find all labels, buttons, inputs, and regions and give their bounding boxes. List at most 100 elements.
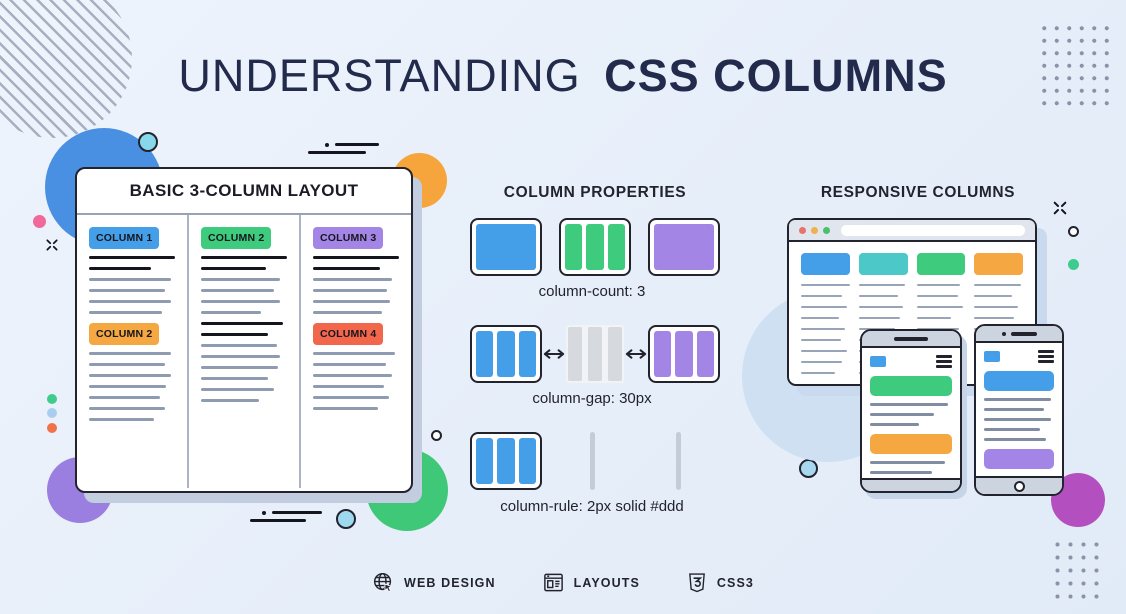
text-line-placeholder [870,461,946,464]
text-line-placeholder [801,339,841,341]
text-line-placeholder [313,407,378,410]
browser-titlebar [789,220,1035,242]
content-block [974,253,1023,275]
content-block [916,253,966,275]
dash-dot-decoration [262,511,266,515]
text-line-placeholder [313,396,389,399]
text-line-placeholder [870,413,934,416]
green-dot-decoration [47,394,57,404]
text-line-placeholder [984,428,1040,431]
gap-box-blue [470,325,542,383]
text-line-placeholder [801,306,848,308]
column-chip: COLUMN 2 [201,227,272,249]
camera-dot-icon [1001,331,1006,336]
text-line-placeholder [801,284,850,286]
tag-layouts: LAYOUTS [542,571,640,594]
double-arrow-icon [625,347,647,361]
count-box-single-alt [648,218,720,276]
column-properties-heading: COLUMN PROPERTIES [503,184,687,201]
basic-layout-heading: BASIC 3-COLUMN LAYOUT [77,169,411,215]
green-dot-right-decoration [1068,259,1079,270]
text-line-placeholder [313,289,387,292]
text-line-placeholder [201,377,269,380]
page-title-bold: CSS COLUMNS [604,50,948,101]
layout-icon [542,571,565,594]
text-line-placeholder [313,385,384,388]
text-line-placeholder [201,256,287,259]
home-button-icon [1013,480,1025,492]
dash-decoration [308,151,366,154]
text-line-placeholder [313,352,395,355]
phone-bottom-bar [976,476,1062,494]
text-line-placeholder [313,256,399,259]
text-line-placeholder [916,317,951,319]
text-line-placeholder [201,289,275,292]
globe-icon [372,571,395,594]
text-line-placeholder [89,407,165,410]
text-line-placeholder [313,374,393,377]
text-line-placeholder [801,295,843,297]
text-line-placeholder [974,295,1013,297]
text-line-placeholder [974,306,1019,308]
text-line-placeholder [801,361,843,363]
layout-column-2: COLUMN 2 [187,215,299,488]
count-box-three-columns [559,218,631,276]
minimize-traffic-light-icon [811,226,818,234]
dash-decoration [250,519,306,522]
tag-label: CSS3 [716,575,754,590]
text-line-placeholder [313,311,382,314]
text-line-placeholder [201,355,281,358]
column-chip: COLUMN 1 [89,227,160,249]
ring-decoration [1068,226,1079,237]
sparkle-icon [45,238,59,252]
dash-decoration [272,511,322,514]
phone-header [984,350,1054,363]
maximize-traffic-light-icon [823,226,830,234]
text-line-placeholder [89,311,163,314]
text-line-placeholder [313,363,387,366]
css3-icon [686,571,708,594]
text-line-placeholder [870,471,932,474]
text-line-placeholder [201,333,269,336]
phone-speaker-bar [976,326,1062,343]
text-line-placeholder [201,366,279,369]
text-line-placeholder [984,398,1051,401]
content-block [870,375,952,396]
text-line-placeholder [801,350,848,352]
text-line-placeholder [201,322,283,325]
tag-label: WEB DESIGN [404,575,496,590]
phone-content [976,343,1062,469]
dot-grid-bottom-right [1051,538,1103,602]
responsive-columns-heading: RESPONSIVE COLUMNS [820,184,1016,201]
hamburger-menu-icon [936,355,952,368]
phone-speaker-bar [862,331,960,348]
page-title: UNDERSTANDING CSS COLUMNS [0,50,1126,102]
content-block [984,370,1054,391]
basic-layout-card: BASIC 3-COLUMN LAYOUT COLUMN 1 COLUMN 2 CO… [75,167,413,493]
blue-dot-decoration [47,408,57,418]
text-line-placeholder [89,289,165,292]
text-line-placeholder [984,418,1051,421]
column-chip: COLUMN 2 [89,323,160,345]
logo-placeholder [984,350,1000,362]
column-gap-diagram [470,325,720,383]
cyan-circle-bottom-decoration [336,509,356,529]
text-line-placeholder [313,267,381,270]
address-bar [841,224,1025,236]
dash-decoration [335,143,379,146]
text-line-placeholder [89,363,165,366]
text-line-placeholder [870,423,920,426]
text-line-placeholder [201,278,281,281]
phone-header [870,355,952,368]
phone-mockup-left [860,329,962,493]
text-line-placeholder [89,352,171,355]
text-line-placeholder [89,374,171,377]
close-traffic-light-icon [799,226,806,234]
ring-decoration [431,430,442,441]
footer-tags: WEB DESIGN LAYOUTS CSS3 [0,571,1126,594]
text-line-placeholder [89,300,171,303]
gap-box-purple [648,325,720,383]
phone-content [862,348,960,484]
column-gap-caption: column-gap: 30px [532,390,652,407]
